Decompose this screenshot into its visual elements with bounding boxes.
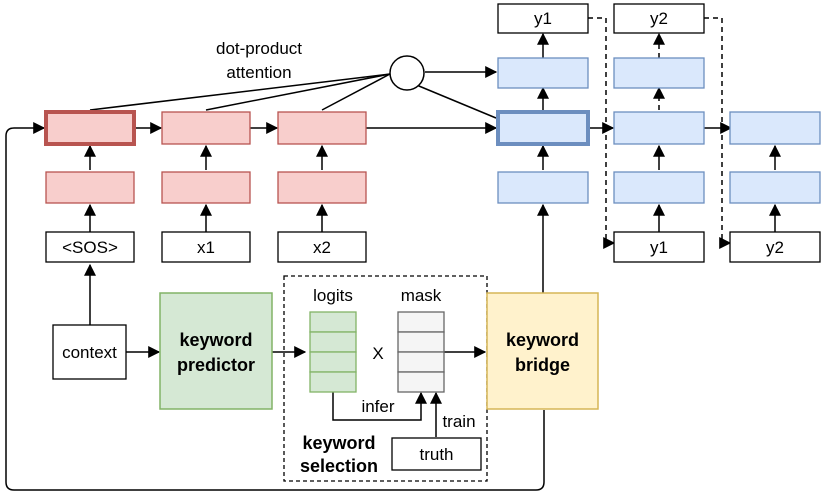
decoder-attention-state — [613, 57, 705, 89]
input-token-x2: x2 — [277, 231, 367, 263]
attention-node — [389, 55, 425, 91]
input-token-y1: y1 — [613, 231, 705, 263]
svg-text:context: context — [62, 343, 117, 362]
encoder-embedding — [45, 171, 135, 204]
decoder-hidden-state — [613, 111, 705, 145]
decoder-attention-state — [497, 57, 589, 89]
attention-label-line1: dot-product — [216, 39, 302, 58]
encoder-hidden-state — [277, 111, 367, 145]
decoder-hidden-state — [729, 111, 821, 145]
times-symbol: X — [372, 344, 383, 363]
keyword-selection-container — [283, 275, 488, 482]
mask-vector — [397, 311, 445, 393]
truth-box: truth — [391, 437, 482, 471]
svg-text:bridge: bridge — [515, 355, 570, 375]
output-token-y2: y2 — [613, 3, 705, 34]
encoder-embedding — [161, 171, 251, 204]
svg-text:y2: y2 — [766, 238, 784, 257]
decoder — [496, 57, 821, 204]
svg-text:x1: x1 — [197, 238, 215, 257]
context-box: context — [52, 324, 127, 380]
keyword-bridge: keyword bridge — [486, 292, 599, 410]
svg-text:x2: x2 — [313, 238, 331, 257]
decoder-embedding — [729, 171, 821, 204]
input-token-y2: y2 — [729, 231, 821, 263]
keyword-selection-label-line1: keyword — [302, 433, 375, 453]
svg-text:keyword: keyword — [506, 330, 579, 350]
train-label: train — [442, 412, 475, 431]
infer-label: infer — [361, 397, 394, 416]
connectors — [5, 17, 781, 491]
svg-text:truth: truth — [419, 445, 453, 464]
decoder-embedding — [613, 171, 705, 204]
decoder-embedding — [497, 171, 589, 204]
logits-vector — [309, 311, 357, 393]
mask-label: mask — [401, 286, 442, 305]
svg-text:y1: y1 — [534, 9, 552, 28]
encoder-hidden-state-highlighted — [44, 110, 136, 146]
keyword-predictor: keyword predictor — [159, 292, 273, 410]
svg-text:keyword: keyword — [179, 330, 252, 350]
encoder — [44, 110, 367, 204]
encoder-hidden-state — [161, 111, 251, 145]
input-token-sos: <SOS> — [45, 231, 135, 263]
encoder-embedding — [277, 171, 367, 204]
svg-text:predictor: predictor — [177, 355, 255, 375]
keyword-selection-label-line2: selection — [300, 456, 378, 476]
logits-label: logits — [313, 286, 353, 305]
output-token-y1: y1 — [497, 3, 589, 34]
svg-text:y1: y1 — [650, 238, 668, 257]
svg-text:<SOS>: <SOS> — [62, 238, 118, 257]
input-token-x1: x1 — [161, 231, 251, 263]
svg-text:y2: y2 — [650, 9, 668, 28]
decoder-hidden-state-highlighted — [496, 110, 590, 146]
attention-label-line2: attention — [226, 63, 291, 82]
